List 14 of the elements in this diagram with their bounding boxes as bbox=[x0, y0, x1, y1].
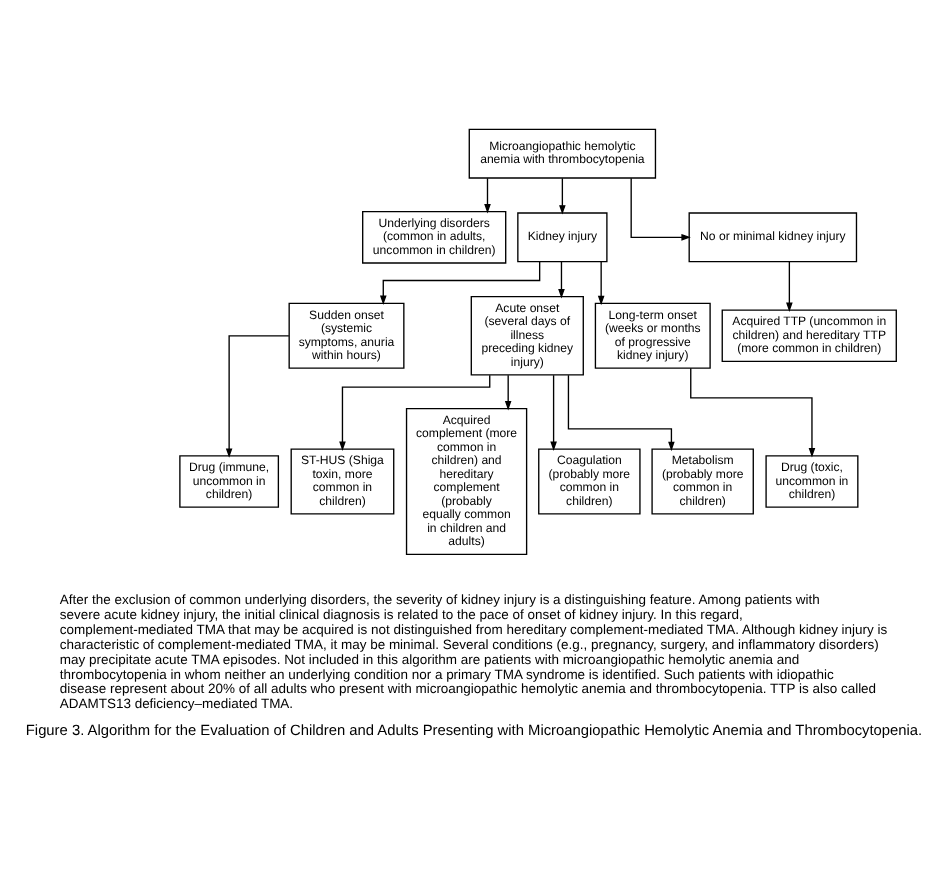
arrow bbox=[504, 373, 512, 410]
arrow bbox=[339, 373, 491, 451]
caption: Figure 3. Algorithm for the Evaluation of Children and Adults Presenting with Microangiopathic Hemolytic Anemia and Thrombocytopenia. bbox=[25, 719, 923, 738]
arrow bbox=[567, 373, 675, 451]
arrow bbox=[630, 176, 691, 240]
arrow bbox=[484, 176, 491, 213]
arrow bbox=[559, 176, 566, 214]
arrow bbox=[379, 260, 541, 305]
arrow bbox=[786, 260, 793, 312]
arrow bbox=[558, 260, 565, 298]
arrow bbox=[225, 334, 290, 457]
arrow bbox=[690, 366, 816, 457]
arrow bbox=[550, 373, 557, 450]
arrow bbox=[597, 260, 605, 305]
